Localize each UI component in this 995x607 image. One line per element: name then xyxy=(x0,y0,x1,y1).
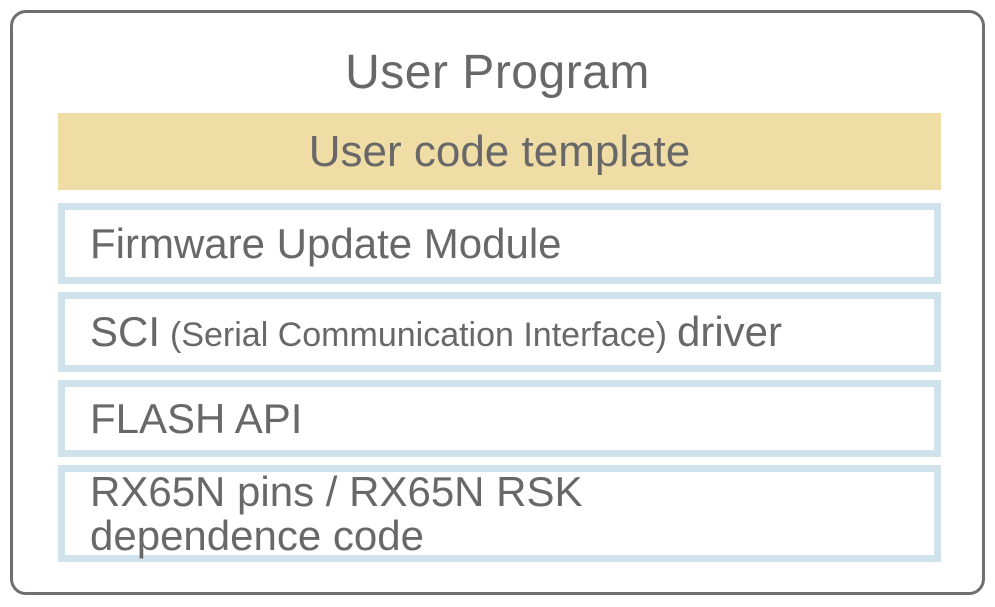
diagram-title: User Program xyxy=(345,46,650,99)
sci-driver-label: SCI(Serial Communication Interface)drive… xyxy=(90,308,782,356)
rx65n-dependence-code-label: RX65N pins / RX65N RSK dependence code xyxy=(90,470,583,557)
sci-driver-box: SCI(Serial Communication Interface)drive… xyxy=(58,292,941,372)
user-code-template-label: User code template xyxy=(308,126,691,176)
firmware-update-module-box: Firmware Update Module xyxy=(58,203,941,284)
rx65n-dependence-code-line1: RX65N pins / RX65N RSK xyxy=(90,467,583,515)
rx65n-dependence-code-box: RX65N pins / RX65N RSK dependence code xyxy=(58,465,941,562)
sci-driver-label-pre: SCI xyxy=(90,308,161,355)
firmware-update-module-label: Firmware Update Module xyxy=(90,219,562,267)
sci-driver-label-parenthetical: (Serial Communication Interface) xyxy=(170,316,667,354)
user-code-template-box: User code template xyxy=(58,113,941,190)
rx65n-dependence-code-line2: dependence code xyxy=(90,511,424,559)
flash-api-label: FLASH API xyxy=(90,394,303,442)
flash-api-box: FLASH API xyxy=(58,380,941,457)
sci-driver-label-post: driver xyxy=(676,308,783,355)
